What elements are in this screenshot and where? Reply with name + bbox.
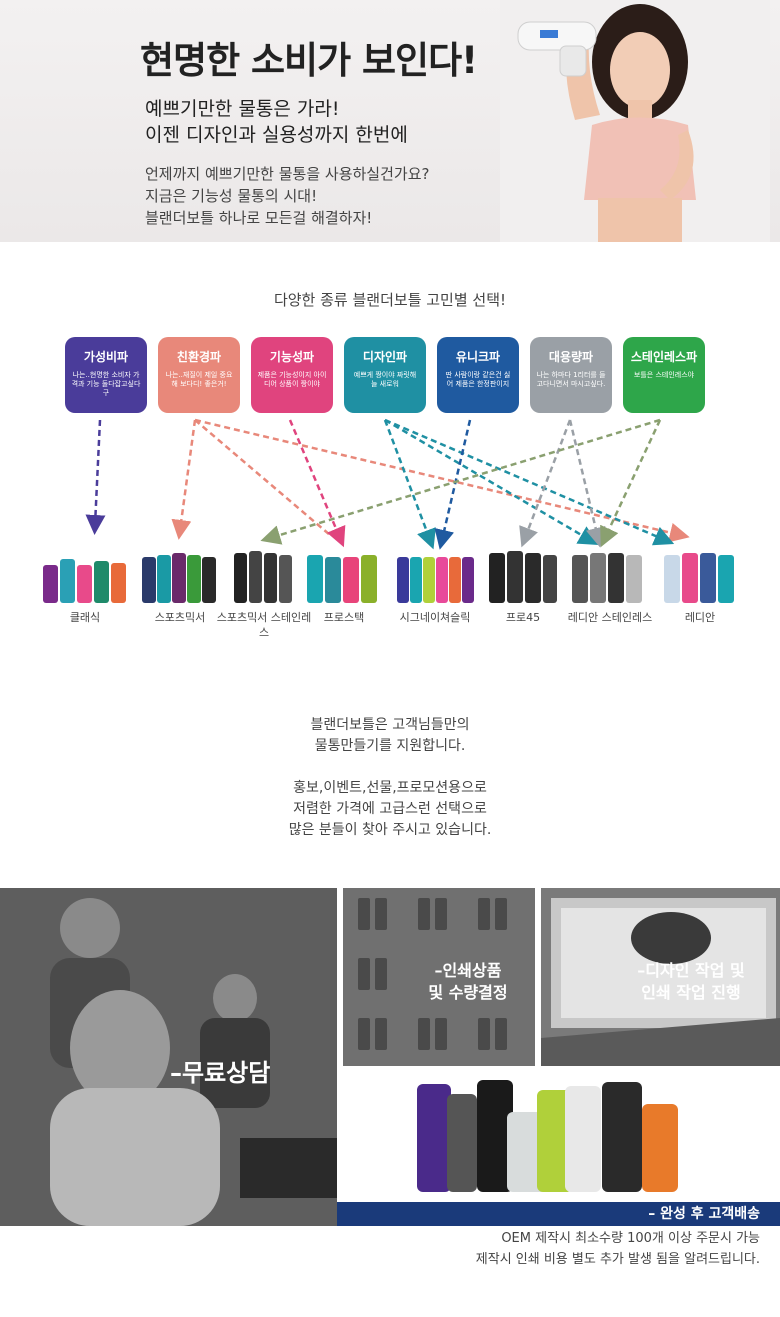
product-sportmixer-stainless-image bbox=[234, 551, 292, 603]
hero-subtitle: 예쁘기만한 물통은 가라! 이젠 디자인과 실용성까지 한번에 bbox=[145, 96, 408, 148]
category-name: 유니크파 bbox=[455, 350, 501, 364]
bottle-icon bbox=[517, 21, 597, 77]
footer-line: OEM 제작시 최소수량 100개 이상 주문시 가능 bbox=[501, 1231, 760, 1246]
info-line: 홍보,이벤트,선물,프로모션용으로 bbox=[293, 780, 487, 796]
product-label-text: 레디안 스테인레스 bbox=[567, 611, 653, 624]
consult-panel: –무료상담 bbox=[0, 888, 337, 1226]
category-stainless: 스테인레스파 보틀은 스테인레스야 bbox=[623, 337, 705, 413]
product-radian-image bbox=[664, 553, 734, 603]
product-radian-stainless-image bbox=[572, 553, 642, 603]
category-name: 대용량파 bbox=[548, 350, 594, 364]
product-label: 스포츠믹서 bbox=[154, 611, 206, 624]
product-label: 클래식 bbox=[69, 611, 101, 624]
hero-desc-line: 블랜더보틀 하나로 모든걸 해결하자! bbox=[145, 209, 373, 227]
delivery-photo-panel bbox=[337, 1072, 780, 1202]
design-label-line: 인쇄 작업 진행 bbox=[641, 983, 741, 1002]
info-line: 저렴한 가격에 고급스런 선택으로 bbox=[293, 801, 487, 817]
category-name: 가성비파 bbox=[83, 350, 129, 364]
product-label: 스포츠믹서 스테인레스 bbox=[214, 610, 314, 640]
finished-bottles-photo bbox=[417, 1080, 678, 1192]
section-title: 다양한 종류 블랜더보틀 고민별 선택! bbox=[273, 291, 507, 309]
print-panel: –인쇄상품 및 수량결정 bbox=[343, 888, 535, 1066]
hero-subtitle-line: 이젠 디자인과 실용성까지 한번에 bbox=[145, 124, 408, 146]
hero-subtitle-line: 예쁘기만한 물통은 가라! bbox=[145, 98, 340, 120]
footer-notice: OEM 제작시 최소수량 100개 이상 주문시 가능 제작시 인쇄 비용 별도… bbox=[0, 1228, 780, 1270]
product-sportmixer-image bbox=[142, 553, 216, 603]
hero-banner: 현명한 소비가 보인다! 예쁘기만한 물통은 가라! 이젠 디자인과 실용성까지… bbox=[0, 0, 780, 242]
info-line: 블랜더보틀은 고객님들만의 bbox=[310, 717, 470, 733]
category-desc: 예쁘게 짱이야 짜릿해 늘 새로워 bbox=[353, 371, 417, 388]
category-desc: 나는..재질이 제일 중요해 보다디! 좋은거! bbox=[165, 371, 233, 388]
category-value: 가성비파 나는..현명한 소비자 가격과 기능 둘다잡고싶다구 bbox=[65, 337, 147, 413]
category-desc: 나는..현명한 소비자 가격과 기능 둘다잡고싶다구 bbox=[71, 371, 141, 397]
bottles-grid-photo bbox=[343, 888, 535, 1066]
product-pro45-image bbox=[489, 551, 557, 603]
product-label: 프로스택 bbox=[323, 611, 365, 624]
call-center-photo bbox=[0, 888, 337, 1226]
print-label: –인쇄상품 및 수량결정 bbox=[403, 960, 533, 1004]
category-large: 대용량파 나는 하마다 1리터를 들고다니면서 마시고싶다. bbox=[530, 337, 612, 413]
category-eco: 친환경파 나는..재질이 제일 중요해 보다디! 좋은거! bbox=[158, 337, 240, 413]
footer-line: 제작시 인쇄 비용 별도 추가 발생 됨을 알려드립니다. bbox=[475, 1252, 760, 1267]
category-design: 디자인파 예쁘게 짱이야 짜릿해 늘 새로워 bbox=[344, 337, 426, 413]
category-desc: 보틀은 스테인레스야 bbox=[633, 371, 695, 379]
category-name: 디자인파 bbox=[362, 350, 408, 364]
info-line: 물통만들기를 지원합니다. bbox=[314, 738, 466, 754]
custom-bottle-info: 블랜더보틀은 고객님들만의 물통만들기를 지원합니다. 홍보,이벤트,선물,프로… bbox=[0, 715, 780, 841]
model-photo bbox=[500, 0, 770, 242]
hero-description: 언제까지 예쁘기만한 물통을 사용하실건가요? 지금은 기능성 물통의 시대! … bbox=[145, 163, 429, 229]
category-unique: 유니크파 딴 사람이랑 같은건 싫어 제품은 한정판이지 bbox=[437, 337, 519, 413]
info-line: 많은 분들이 찾아 주시고 있습니다. bbox=[288, 822, 492, 838]
design-panel: –디자인 작업 및 인쇄 작업 진행 bbox=[541, 888, 780, 1066]
print-label-line: 및 수량결정 bbox=[428, 983, 508, 1002]
info-spacer bbox=[0, 757, 780, 778]
category-name: 기능성파 bbox=[269, 350, 315, 364]
services-section: –무료상담 –인쇄상품 및 수량결정 bbox=[0, 888, 780, 1228]
consult-label: –무료상담 bbox=[170, 1059, 271, 1087]
product-signature-sleek-image bbox=[397, 557, 474, 603]
design-label-line: –디자인 작업 및 bbox=[637, 961, 745, 980]
product-classic-image bbox=[43, 559, 126, 603]
product-label-text: 스포츠믹서 스테인레스 bbox=[216, 611, 312, 639]
product-prostak-image bbox=[307, 555, 377, 603]
category-desc: 나는 하마다 1리터를 들고다니면서 마시고싶다. bbox=[536, 371, 606, 388]
category-name: 친환경파 bbox=[176, 350, 222, 364]
product-label: 레디안 스테인레스 bbox=[560, 610, 660, 625]
category-desc: 제품은 기능성이지 아이디어 상품이 짱이야 bbox=[257, 371, 327, 388]
product-label: 시그네이쳐슬릭 bbox=[399, 611, 471, 624]
print-label-line: –인쇄상품 bbox=[434, 961, 502, 980]
category-name: 스테인레스파 bbox=[630, 350, 698, 364]
laptop-photo bbox=[541, 888, 780, 1066]
design-label: –디자인 작업 및 인쇄 작업 진행 bbox=[611, 960, 771, 1004]
category-desc: 딴 사람이랑 같은건 싫어 제품은 한정판이지 bbox=[445, 371, 511, 388]
delivery-label: – 완성 후 고객배송 bbox=[337, 1202, 780, 1226]
hero-desc-line: 지금은 기능성 물통의 시대! bbox=[145, 187, 318, 205]
hero-title: 현명한 소비가 보인다! bbox=[140, 39, 478, 82]
product-label: 레디안 bbox=[684, 611, 716, 624]
hero-desc-line: 언제까지 예쁘기만한 물통을 사용하실건가요? bbox=[145, 165, 430, 183]
category-function: 기능성파 제품은 기능성이지 아이디어 상품이 짱이야 bbox=[251, 337, 333, 413]
product-label: 프로45 bbox=[505, 611, 541, 624]
category-arrows bbox=[85, 418, 690, 550]
